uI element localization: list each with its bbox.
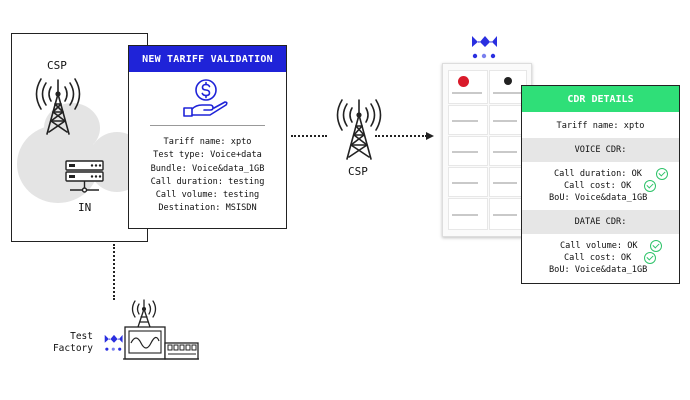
- in-label: IN: [78, 201, 92, 214]
- server-icon: [65, 160, 104, 193]
- test-factory-label-line2: Factory: [52, 343, 93, 354]
- phone-text-bar: [452, 120, 478, 122]
- check-icon: [650, 240, 662, 252]
- tariff-line: Destination: MSISDN: [158, 203, 257, 214]
- voice-cdr-line: Call duration: OK: [554, 169, 642, 179]
- phone-text-bar: [452, 92, 482, 94]
- antenna-tower-icon: [336, 99, 382, 160]
- app-red-icon: [458, 76, 469, 87]
- tariff-details: Tariff name: xpto Test type: Voice+data …: [129, 136, 286, 216]
- data-cdr-line: BoU: Voice&data_1GB: [549, 265, 648, 275]
- tariff-line: Test type: Voice+data: [153, 150, 262, 161]
- cdr-details-card: CDR DETAILS Tariff name: xpto VOICE CDR:…: [521, 85, 680, 284]
- money-hand-icon: [183, 79, 228, 117]
- phone-text-bar: [452, 151, 478, 153]
- test-factory-label-line1: Test: [70, 331, 93, 342]
- tariff-line: Call duration: testing: [150, 176, 265, 187]
- arrow-head-icon: [426, 132, 434, 140]
- tariff-card-title: NEW TARIFF VALIDATION: [129, 46, 286, 72]
- check-icon: [644, 252, 656, 264]
- data-cdr-line: Call volume: OK: [560, 241, 638, 251]
- tariff-line: Tariff name: xpto: [163, 137, 252, 147]
- phone-text-bar: [493, 92, 521, 94]
- connector-dotted-right: [375, 135, 427, 137]
- phone-text-bar: [493, 151, 517, 153]
- phone-text-bar: [493, 214, 517, 216]
- phone-text-bar: [452, 182, 478, 184]
- phone-app-screenshot: [442, 63, 532, 237]
- test-equipment-icon: [123, 299, 199, 360]
- phone-text-bar: [493, 120, 517, 122]
- tariff-validation-card: NEW TARIFF VALIDATION Tariff name: xpto …: [128, 45, 287, 229]
- app-dark-icon: [504, 77, 512, 85]
- antenna-tower-icon: [35, 78, 81, 135]
- connector-dotted-left: [291, 135, 327, 137]
- company-logo-icon: [104, 334, 123, 351]
- tariff-line: Bundle: Voice&data_1GB: [150, 163, 265, 174]
- phone-tile: [448, 70, 488, 104]
- cdr-tariff-name: Tariff name: xpto: [556, 121, 645, 131]
- voice-cdr-line: BoU: Voice&data_1GB: [549, 193, 648, 203]
- company-logo-icon: [472, 36, 497, 59]
- voice-cdr-heading: VOICE CDR:: [522, 138, 679, 162]
- phone-text-bar: [493, 182, 517, 184]
- test-factory-label: Test Factory: [49, 331, 93, 355]
- tariff-line: Call volume: testing: [155, 190, 260, 201]
- data-cdr-heading: DATAE CDR:: [522, 210, 679, 234]
- phone-text-bar: [452, 214, 478, 216]
- check-icon: [656, 168, 668, 180]
- connector-dotted-vertical: [113, 244, 115, 300]
- check-icon: [644, 180, 656, 192]
- tariff-divider: [150, 125, 265, 126]
- csp-label-left: CSP: [47, 59, 67, 72]
- voice-cdr-line: Call cost: OK: [564, 181, 632, 191]
- data-cdr-line: Call cost: OK: [564, 253, 632, 263]
- csp-label-middle: CSP: [348, 165, 368, 178]
- cdr-card-title: CDR DETAILS: [522, 86, 679, 112]
